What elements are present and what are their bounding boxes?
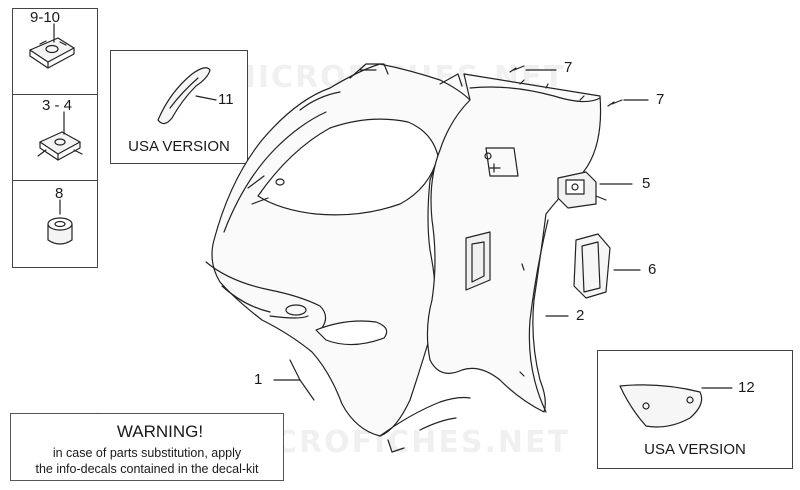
label-part-7a: 7: [564, 59, 573, 76]
warning-title-row: WARNING!: [11, 421, 283, 442]
usa-reflector-11-icon: [157, 67, 211, 125]
leg-shield-part-2: [426, 73, 602, 413]
screw-part-7b: [607, 99, 623, 107]
warning-title: WARNING!: [116, 422, 204, 441]
usa-version-label-right: USA VERSION: [644, 441, 746, 458]
lock-part-5: [557, 171, 607, 209]
label-9-10: 9-10: [30, 9, 61, 26]
clip-nut-icon: [29, 37, 75, 69]
rubber-bush-icon: [47, 217, 73, 245]
front-shield-part-1: [205, 63, 471, 453]
label-8: 8: [55, 185, 64, 202]
label-3-4: 3 - 4: [42, 97, 73, 114]
spring-clip-icon: [37, 131, 83, 161]
label-part-2: 2: [576, 307, 585, 324]
usa-cover-12-icon: [619, 384, 703, 428]
warning-box: WARNING! in case of parts substitution, …: [10, 413, 284, 481]
warning-icon-spacer: [91, 421, 113, 439]
label-part-5: 5: [642, 175, 651, 192]
warning-line-2: the info-decals contained in the decal-k…: [35, 462, 259, 476]
usa-version-label-left: USA VERSION: [128, 138, 230, 155]
label-part-1: 1: [254, 371, 263, 388]
label-part-6: 6: [648, 261, 657, 278]
label-part-11: 11: [218, 91, 234, 108]
watermark-bottom: MICROFICHES.NET: [230, 425, 570, 460]
screw-part-7a: [509, 65, 525, 73]
label-part-7b: 7: [656, 91, 665, 108]
label-part-12: 12: [738, 379, 755, 396]
inset-box-clip-9-10: [12, 8, 98, 96]
warning-line-1: in case of parts substitution, apply: [52, 446, 242, 460]
cover-part-6: [573, 233, 611, 299]
